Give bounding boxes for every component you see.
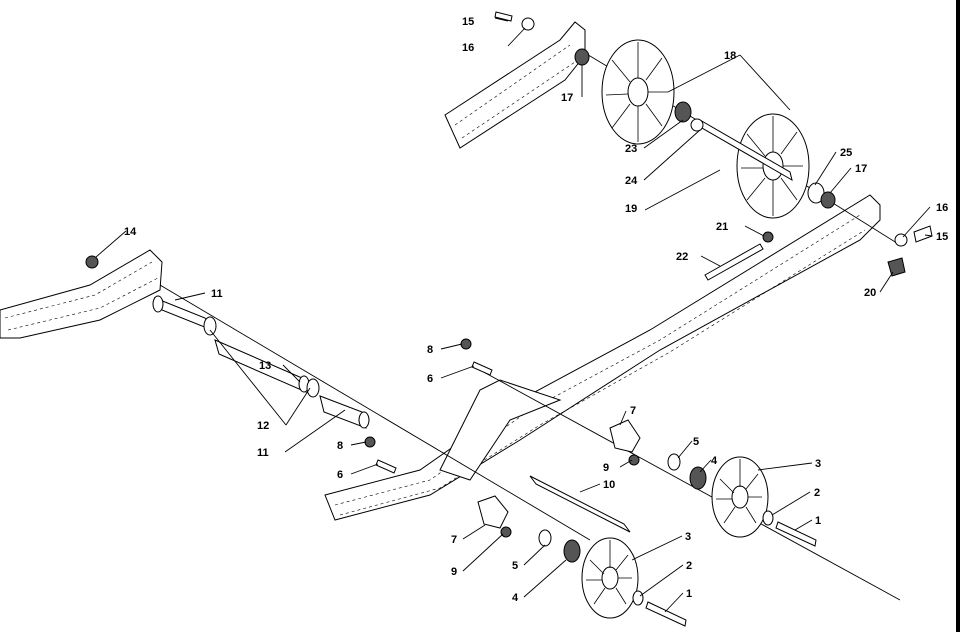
callout-labels: 15 16 17 18 23 24 19 25 17 21 22 16 15 2… bbox=[124, 16, 948, 604]
lower-idler-wheels bbox=[538, 453, 817, 627]
upper-rail bbox=[444, 21, 586, 149]
callout-25: 25 bbox=[840, 147, 852, 159]
callout-20: 20 bbox=[864, 287, 876, 299]
callout-23: 23 bbox=[625, 143, 637, 155]
callout-7-bottom: 7 bbox=[451, 534, 457, 546]
callout-10: 10 bbox=[603, 479, 615, 491]
callout-3-top: 3 bbox=[815, 458, 821, 470]
callout-8-top: 8 bbox=[427, 344, 433, 356]
callout-1-bottom: 1 bbox=[686, 588, 692, 600]
callout-8-bottom: 8 bbox=[337, 440, 343, 452]
callout-4-bottom: 4 bbox=[512, 592, 519, 604]
callout-24: 24 bbox=[625, 175, 638, 187]
callout-9-top: 9 bbox=[603, 462, 609, 474]
callout-3-bottom: 3 bbox=[685, 531, 691, 543]
callout-5-bottom: 5 bbox=[512, 560, 518, 572]
callout-15-right: 15 bbox=[936, 231, 948, 243]
main-rail-right bbox=[324, 194, 881, 521]
left-rail bbox=[0, 249, 163, 339]
callout-15-top: 15 bbox=[462, 16, 474, 28]
callout-2-top: 2 bbox=[814, 487, 820, 499]
spacer-tubes bbox=[152, 295, 370, 429]
callout-11-top: 11 bbox=[211, 288, 223, 300]
callout-4-top: 4 bbox=[711, 455, 718, 467]
callout-11-bottom: 11 bbox=[257, 447, 269, 459]
callout-9-bottom: 9 bbox=[451, 566, 457, 578]
callout-6-bottom: 6 bbox=[337, 469, 343, 481]
callout-7-top: 7 bbox=[630, 405, 636, 417]
callout-16-right: 16 bbox=[936, 202, 948, 214]
callout-18: 18 bbox=[724, 50, 736, 62]
adjuster bbox=[704, 225, 933, 281]
callout-17-right: 17 bbox=[855, 163, 867, 175]
brackets-and-axle bbox=[85, 11, 641, 538]
callout-22: 22 bbox=[676, 251, 688, 263]
callout-17-top: 17 bbox=[561, 92, 573, 104]
callout-6-top: 6 bbox=[427, 373, 433, 385]
callout-12: 12 bbox=[257, 420, 269, 432]
callout-16-top: 16 bbox=[462, 42, 474, 54]
callout-13: 13 bbox=[259, 360, 271, 372]
callout-1-top: 1 bbox=[815, 515, 821, 527]
callout-14: 14 bbox=[124, 226, 137, 238]
callout-2-bottom: 2 bbox=[686, 560, 692, 572]
upper-idler-wheels bbox=[574, 39, 836, 219]
leader-lines bbox=[95, 17, 933, 613]
right-edge-bar bbox=[956, 0, 960, 632]
callout-5-top: 5 bbox=[693, 436, 699, 448]
callout-19: 19 bbox=[625, 203, 637, 215]
callout-21: 21 bbox=[716, 221, 728, 233]
